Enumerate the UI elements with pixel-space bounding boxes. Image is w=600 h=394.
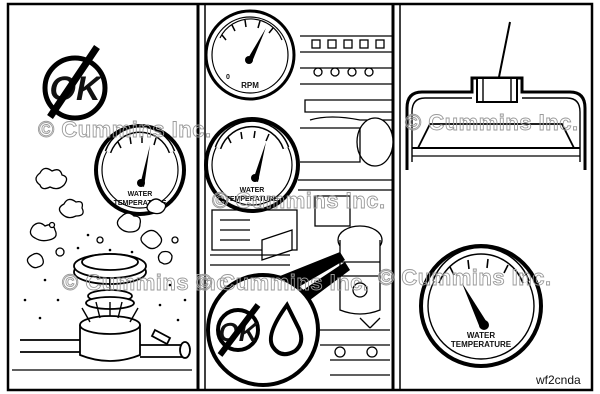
watermark-5: © Cummins Inc. xyxy=(405,110,579,135)
gauge-label-water-3: WATER xyxy=(467,331,496,340)
panel-1-hot-cap-removal: OK WATER TEMPERATURE xyxy=(12,47,236,370)
gauge-label-temperature-3: TEMPERATURE xyxy=(451,340,512,349)
panel-2-engine-running: RPM 0 WATER TEMPERATURE OK xyxy=(196,11,393,385)
filler-neck xyxy=(12,302,192,370)
no-ok-symbol: OK xyxy=(45,47,105,118)
watermark-3: © Cummins Inc. xyxy=(212,188,386,213)
watermark-6: © Cummins Inc. xyxy=(378,265,552,290)
watermark-4: © Cummins Inc. xyxy=(196,270,370,295)
water-temperature-gauge-cold: WATER TEMPERATURE xyxy=(421,246,541,366)
figure-code: wf2cnda xyxy=(535,373,581,387)
rpm-gauge: RPM 0 xyxy=(206,11,294,99)
rpm-zero-label: 0 xyxy=(226,74,230,81)
rpm-label: RPM xyxy=(241,81,259,90)
gauge-label-water: WATER xyxy=(128,191,153,198)
panel-3-coolant-tank: WATER TEMPERATURE © Cummins Inc. © Cummi… xyxy=(378,22,585,387)
watermark-1: © Cummins Inc. xyxy=(38,117,212,142)
